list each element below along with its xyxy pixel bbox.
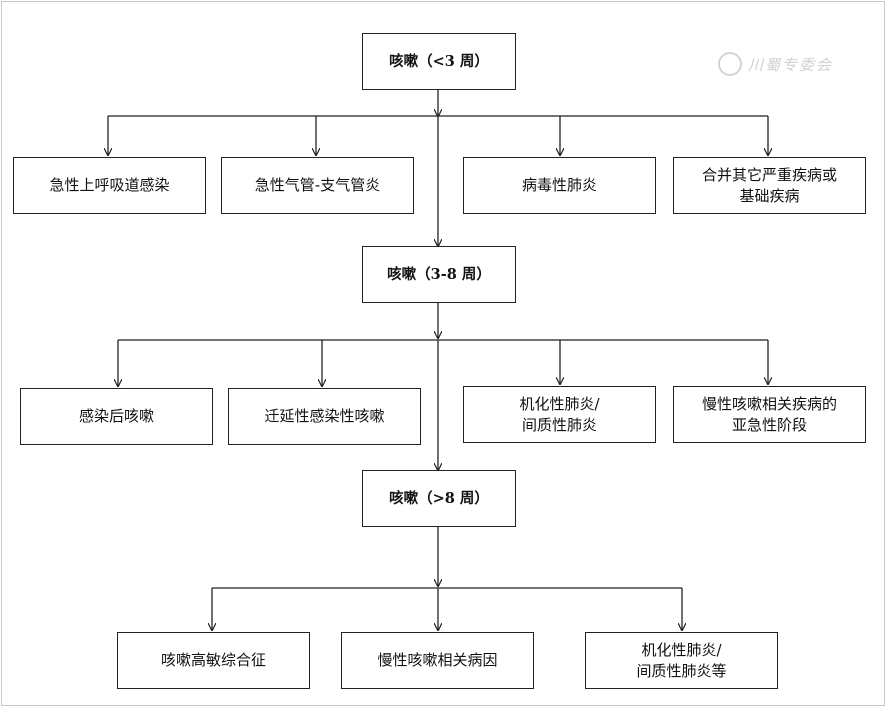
stage-label: 咳嗽（3-8 周） [387,266,491,283]
watermark: 川蜀专委会 [718,50,858,78]
box-label-line2: 间质性肺炎等 [636,661,727,680]
stage-box-chronic: 咳嗽（>8 周） [362,470,516,527]
box-label: 急性上呼吸道感染 [49,176,170,194]
subacute-box-chronic-related: 慢性咳嗽相关疾病的 亚急性阶段 [673,386,866,443]
stage-box-acute: 咳嗽（<3 周） [362,33,516,90]
chronic-box-hypersensitivity: 咳嗽高敏综合征 [117,632,310,689]
stage-label: 咳嗽（>8 周） [389,490,489,507]
box-label-line2: 亚急性阶段 [731,415,807,434]
stage-label: 咳嗽（<3 周） [389,53,489,70]
box-label-line1: 慢性咳嗽相关疾病的 [701,394,837,413]
box-label: 感染后咳嗽 [78,407,154,425]
watermark-text: 川蜀专委会 [748,55,834,74]
acute-box-bronchitis: 急性气管-支气管炎 [221,157,414,214]
chronic-box-organizing-pneumonia: 机化性肺炎/ 间质性肺炎等 [585,632,778,689]
box-label: 慢性咳嗽相关病因 [377,651,498,669]
box-label-line1: 合并其它严重疾病或 [701,165,837,184]
acute-box-comorbid: 合并其它严重疾病或 基础疾病 [673,157,866,214]
box-label-line1: 机化性肺炎/ [519,394,600,413]
box-label-line1: 机化性肺炎/ [641,640,722,659]
subacute-box-organizing-pneumonia: 机化性肺炎/ 间质性肺炎 [463,386,656,443]
box-label: 急性气管-支气管炎 [254,176,381,194]
chronic-box-related-causes: 慢性咳嗽相关病因 [341,632,534,689]
box-label-line2: 间质性肺炎 [521,415,597,434]
box-label: 迁延性感染性咳嗽 [264,407,385,425]
box-label-line2: 基础疾病 [739,186,800,205]
box-label: 咳嗽高敏综合征 [160,651,266,669]
acute-box-viral-pneumonia: 病毒性肺炎 [463,157,656,214]
subacute-box-postinfectious: 感染后咳嗽 [20,388,213,445]
acute-box-urti: 急性上呼吸道感染 [13,157,206,214]
subacute-box-protracted: 迁延性感染性咳嗽 [228,388,421,445]
stage-box-subacute: 咳嗽（3-8 周） [362,246,516,303]
box-label: 病毒性肺炎 [521,176,597,194]
watermark-seal-icon [718,52,742,76]
